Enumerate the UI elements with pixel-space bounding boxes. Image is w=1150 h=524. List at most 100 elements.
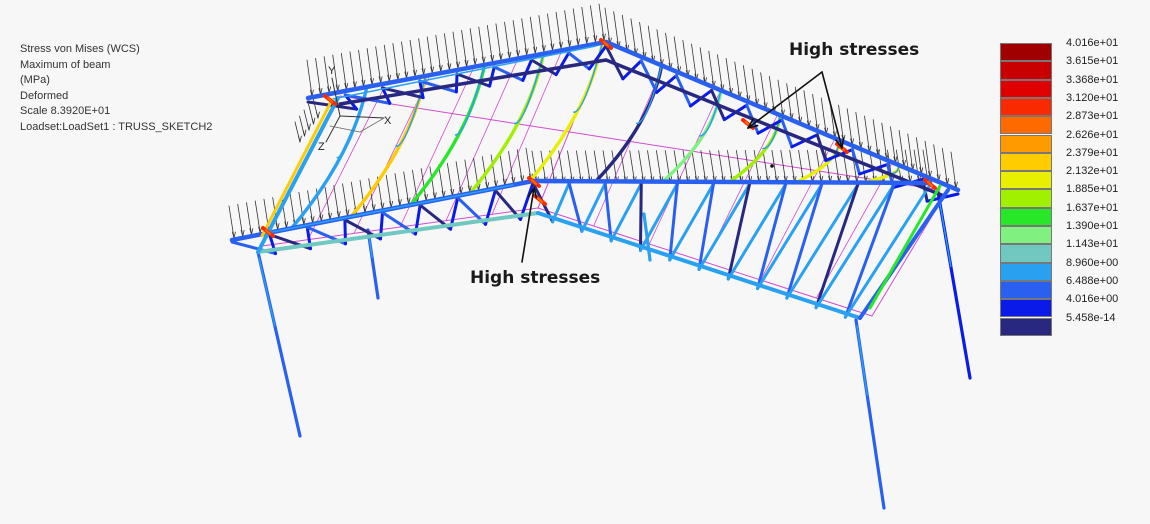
triad-plane [329, 125, 361, 133]
load-arrow-head [406, 197, 410, 205]
display-mode-text: Deformed [20, 89, 69, 102]
truss-web [843, 183, 896, 319]
load-arrow [547, 13, 553, 51]
load-arrow-head [534, 46, 538, 54]
legend-level-label: 4.016e+00 [1066, 293, 1119, 306]
load-arrow [358, 49, 364, 87]
load-arrow [455, 161, 462, 195]
deformation-scale-text: Scale 8.3920E+01 [20, 105, 111, 117]
load-arrow-head [457, 61, 460, 69]
columns [256, 190, 972, 510]
load-arrow-head [550, 43, 553, 51]
load-arrow-head [586, 36, 589, 44]
load-arrow-head [380, 202, 383, 210]
load-arrow [420, 168, 427, 201]
legend-swatch [1000, 171, 1052, 190]
load-arrow-head [315, 111, 319, 119]
load-arrow-head [413, 69, 416, 77]
arrow-head [533, 187, 538, 199]
load-arrow [798, 149, 804, 183]
load-arrow-head [502, 178, 506, 186]
load-arrow-head [361, 79, 364, 87]
load-arrow-head [513, 177, 516, 184]
load-arrow [673, 36, 680, 74]
load-arrow [499, 152, 506, 186]
load-arrow-head [593, 35, 596, 43]
load-arrow [306, 59, 313, 97]
load-arrow-head [284, 221, 287, 229]
load-arrow [691, 150, 698, 183]
load-arrow [820, 97, 827, 135]
load-arrow [824, 149, 831, 183]
purlin-highlight [573, 41, 604, 113]
load-arrow [682, 150, 689, 184]
stress-hotspot-core [265, 229, 271, 235]
load-arrow-head [507, 51, 510, 59]
bottom-chord-back [604, 58, 946, 198]
truss-web [814, 183, 896, 310]
load-arrow [469, 28, 476, 66]
load-arrow-head [443, 190, 446, 198]
stress-hotspot-core [327, 97, 333, 103]
arrow-head [835, 139, 843, 149]
load-arrow [904, 149, 911, 183]
load-arrow [598, 3, 605, 41]
load-arrow [639, 21, 645, 59]
load-arrow [812, 94, 818, 131]
load-arrow [751, 68, 758, 106]
stress-hotspot-core [603, 41, 609, 47]
load-arrow [584, 150, 591, 184]
annotation-arrows [521, 71, 845, 263]
load-arrow-head [434, 192, 437, 200]
load-arrow [638, 150, 645, 184]
load-arrow [768, 76, 775, 113]
gable-left [256, 96, 340, 254]
load-arrow-head [328, 212, 331, 220]
load-arrow [656, 29, 663, 66]
legend-swatch [1000, 299, 1052, 318]
load-arrow [392, 43, 399, 80]
load-arrow-head [397, 199, 401, 206]
load-arrow-head [390, 200, 394, 208]
load-arrow-head [451, 188, 455, 196]
load-arrow-head [231, 231, 235, 239]
load-arrow [418, 38, 425, 75]
load-arrow [237, 203, 244, 237]
load-arrow-head [378, 76, 382, 84]
load-arrow-head [304, 129, 307, 137]
load-arrow [613, 11, 620, 48]
load-arrow-head [467, 185, 471, 193]
load-arrow [786, 83, 793, 120]
triad-x-axis [339, 115, 385, 119]
load-arrow-head [363, 79, 366, 87]
load-arrow [621, 14, 628, 52]
load-arrow [567, 150, 573, 184]
legend-level-label: 3.368e+01 [1066, 73, 1119, 86]
gable-right-diagonal [868, 184, 942, 310]
load-arrow [762, 150, 769, 183]
load-arrow [916, 137, 922, 175]
load-arrow [394, 173, 401, 206]
load-arrow-head [310, 216, 314, 224]
load-arrow-head [309, 89, 313, 97]
load-arrow-head [425, 194, 428, 201]
load-arrow [734, 61, 741, 99]
high-stresses-label-bottom: High stresses [470, 268, 601, 288]
legend-level-label: 3.120e+01 [1066, 91, 1119, 104]
legend-level-label: 1.637e+01 [1066, 201, 1119, 214]
load-arrow-head [584, 36, 588, 44]
load-arrow-head [474, 58, 477, 66]
truss-web [567, 51, 591, 71]
load-arrow-head [494, 180, 497, 188]
load-arrow-head [277, 223, 280, 230]
load-arrow [385, 174, 392, 208]
result-quantity-text: Stress von Mises (WCS) [20, 43, 140, 55]
legend-swatch [1000, 262, 1052, 281]
triad-z-axis [325, 115, 341, 143]
load-arrow [452, 31, 459, 69]
load-arrow [486, 25, 493, 62]
truss-web [455, 72, 492, 88]
top-chord-back [603, 39, 961, 193]
